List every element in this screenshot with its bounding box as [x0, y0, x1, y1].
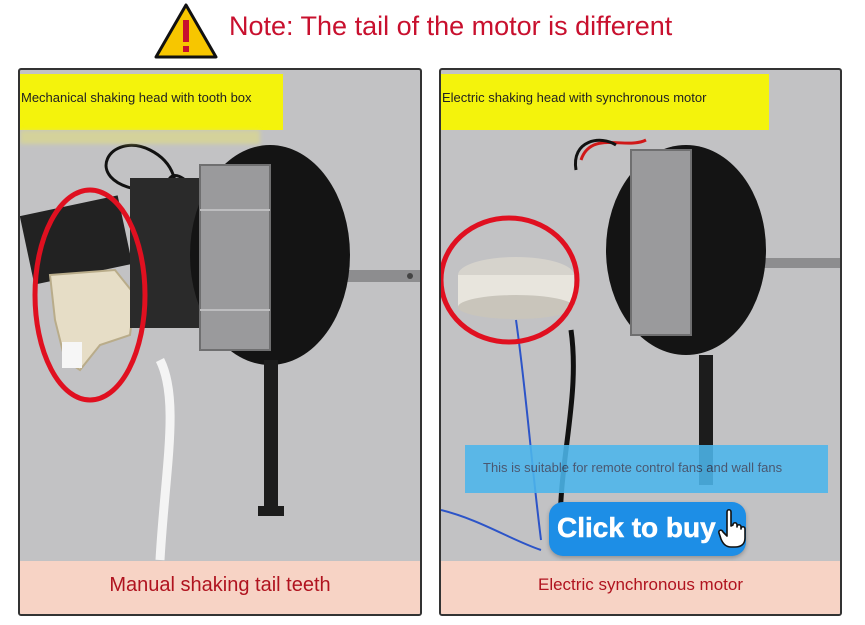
- header: Note: The tail of the motor is different: [0, 0, 865, 62]
- warning-triangle-icon: [154, 3, 218, 59]
- suitability-banner: This is suitable for remote control fans…: [465, 445, 828, 493]
- panel-caption-text: Manual shaking tail teeth: [109, 574, 331, 596]
- panel-tag-text: Electric shaking head with synchronous m…: [442, 90, 707, 105]
- motor-photo-electric: [441, 138, 840, 551]
- suitability-banner-text: This is suitable for remote control fans…: [483, 460, 783, 475]
- click-to-buy-label: Click to buy: [557, 512, 716, 544]
- panel-caption: Electric synchronous motor: [441, 561, 840, 614]
- panel-tag: Mechanical shaking head with tooth box: [20, 74, 283, 130]
- pointer-hand-icon: [718, 508, 746, 548]
- panel-tag-text: Mechanical shaking head with tooth box: [21, 90, 252, 105]
- panel-electric: Electric shaking head with synchronous m…: [439, 68, 842, 616]
- panel-mechanical: Mechanical shaking head with tooth box M…: [18, 68, 422, 616]
- note-title: Note: The tail of the motor is different: [229, 11, 673, 41]
- panel-caption-text: Electric synchronous motor: [537, 575, 744, 594]
- panel-caption: Manual shaking tail teeth: [20, 561, 420, 614]
- click-to-buy-button[interactable]: Click to buy: [549, 502, 746, 556]
- tag-shadow: [20, 130, 260, 144]
- motor-photo-mechanical: [20, 143, 420, 561]
- panel-tag: Electric shaking head with synchronous m…: [441, 74, 769, 130]
